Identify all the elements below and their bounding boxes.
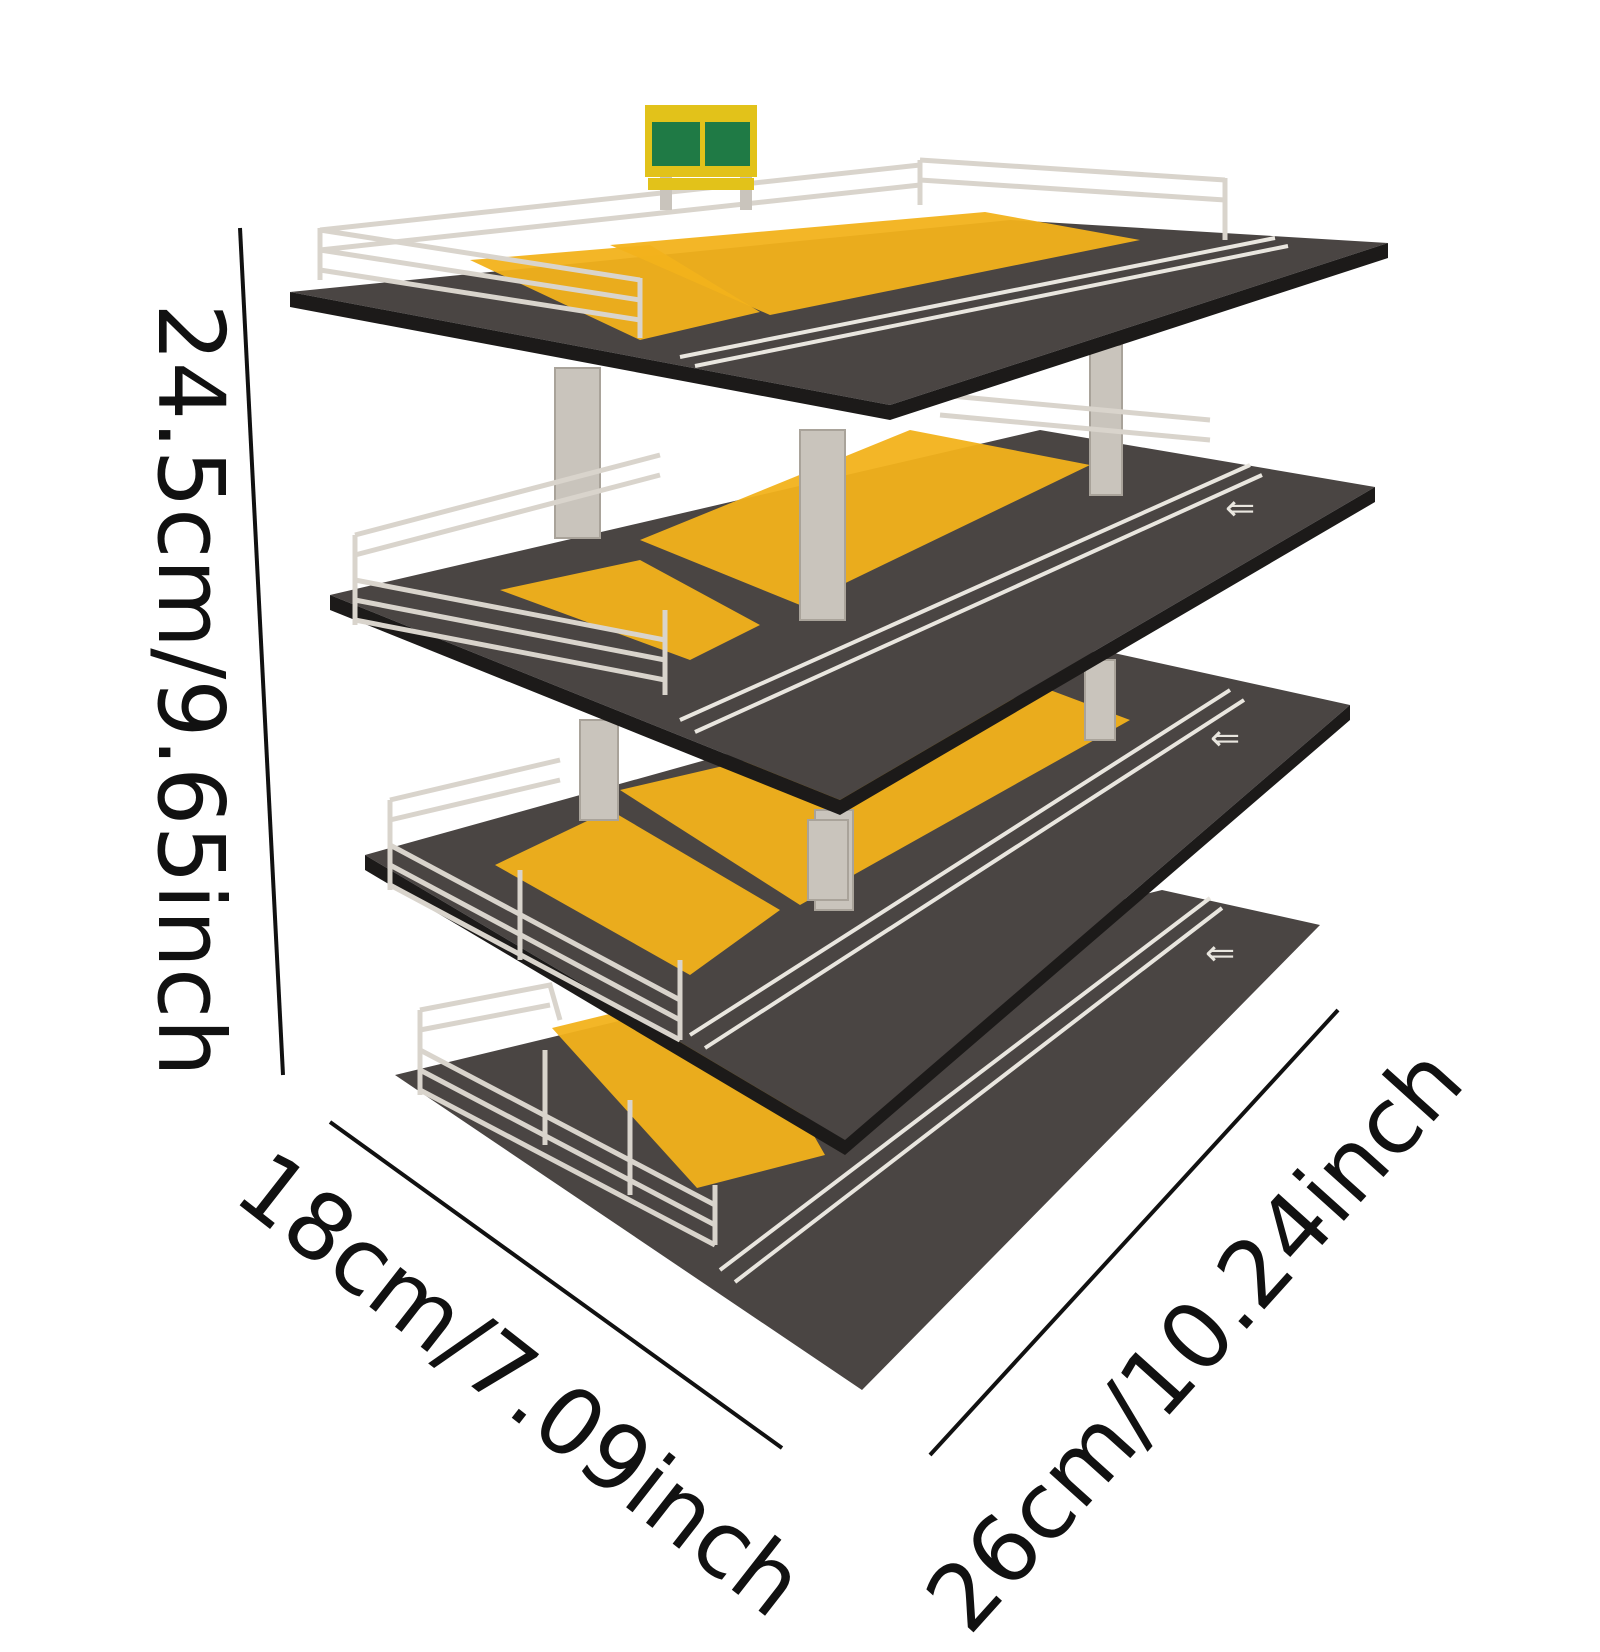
garage-sign	[645, 105, 757, 210]
parking-garage-illustration: ⇐ ⇐	[238, 105, 1388, 1457]
height-dimension-line	[238, 227, 285, 1076]
svg-text:⇐: ⇐	[1210, 718, 1240, 759]
depth-dimension-line	[928, 1008, 1340, 1457]
width-dimension-line	[328, 1120, 784, 1450]
svg-text:⇐: ⇐	[1205, 933, 1235, 974]
svg-text:⇐: ⇐	[1225, 488, 1255, 529]
height-dimension-label: 24.5cm/9.65inch	[137, 303, 244, 1077]
garage-level-4	[290, 105, 1388, 420]
garage-level-3: ⇐	[330, 344, 1375, 815]
product-image: ⇐ ⇐	[137, 105, 1483, 1652]
garage-level-2: ⇐	[365, 650, 1350, 1155]
